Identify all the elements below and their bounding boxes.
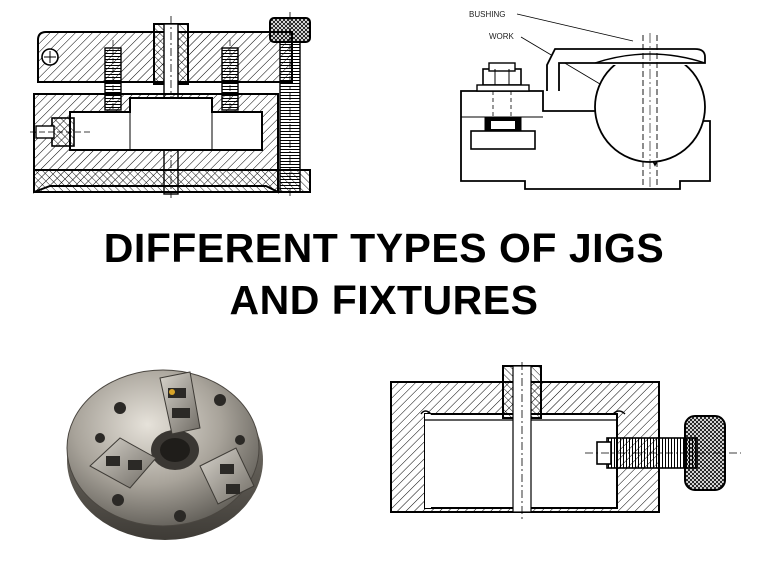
work-label: WORK <box>489 32 515 41</box>
three-jaw-chuck-image <box>66 369 263 540</box>
title-line-2: AND FIXTURES <box>229 277 539 323</box>
title-line-1: DIFFERENT TYPES OF JIGS <box>103 225 665 271</box>
chuck-jaw-top <box>159 371 201 435</box>
drill-jig-section-drawing <box>30 12 311 198</box>
page-title: DIFFERENT TYPES OF JIGS AND FIXTURES <box>0 222 768 326</box>
bushing-label: BUSHING <box>469 10 505 19</box>
chuck-jaw-left <box>89 437 157 489</box>
box-jig-section-drawing <box>390 362 741 522</box>
chuck-jaw-right <box>199 447 255 505</box>
bushing-leader-line <box>516 13 634 42</box>
v-block-jig-drawing: BUSHING WORK <box>460 10 711 190</box>
